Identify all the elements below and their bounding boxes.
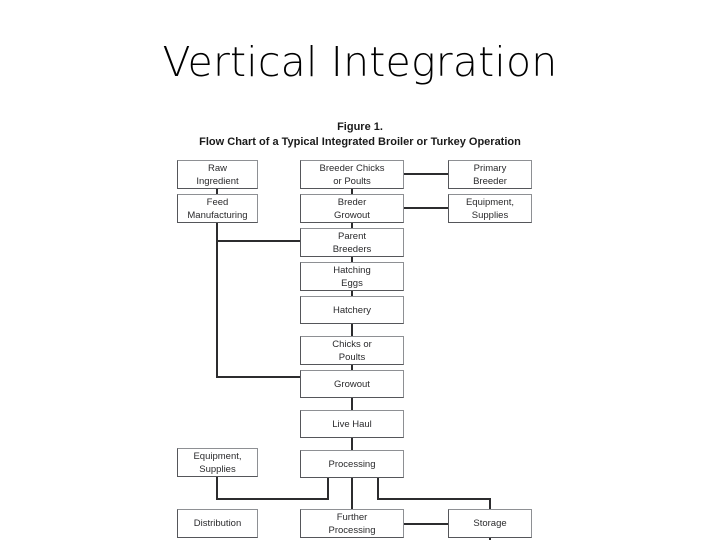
node-breeder-chicks[interactable]: Breeder Chicks or Poults [300,160,404,189]
node-primary-breeder-line2: Breeder [473,175,507,187]
page-title: Vertical Integration [162,38,558,86]
node-storage[interactable]: Storage [448,509,532,538]
node-parent-breeders[interactable]: Parent Breeders [300,228,404,257]
connector-feed-spine [216,222,218,378]
node-hatchery-line1: Hatchery [332,304,371,316]
connector-processing-to-storage [377,498,491,500]
connector-processing-to-distribution [217,498,329,500]
node-live-haul[interactable]: Live Haul [300,410,404,438]
node-breeder-chicks-line1: Breeder Chicks [319,162,385,174]
node-hatching-eggs-line1: Hatching [333,264,371,276]
connector-equipment-bottom-drop [216,477,218,500]
node-growout[interactable]: Growout [300,370,404,398]
node-feed-manufacturing-line2: Manufacturing [187,209,248,221]
connector-feed-to-growout [216,376,302,378]
connector-further-processing-to-storage [404,523,449,525]
node-equipment-supplies-bottom-line1: Equipment, [193,450,242,462]
node-distribution[interactable]: Distribution [177,509,258,538]
connector-hatchery-to-chicks [351,323,353,337]
node-growout-line1: Growout [334,378,370,390]
figure-caption-line2: Flow Chart of a Typical Integrated Broil… [199,136,521,148]
node-chicks-or-poults-line2: Poults [338,351,366,363]
node-hatching-eggs[interactable]: Hatching Eggs [300,262,404,291]
node-breeder-chicks-line2: or Poults [333,175,371,187]
connector-processing-to-further-processing [351,477,353,517]
connector-breder-growout-to-parent-breeders [351,222,353,229]
node-distribution-line1: Distribution [193,518,242,529]
node-processing[interactable]: Processing [300,450,404,478]
node-storage-line1: Storage [473,518,507,529]
connector-live-haul-to-processing [351,437,353,451]
node-processing-line1: Processing [328,458,376,470]
node-live-haul-line1: Live Haul [332,418,372,430]
node-hatching-eggs-line2: Eggs [341,277,363,289]
node-chicks-or-poults[interactable]: Chicks or Poults [300,336,404,365]
node-further-processing-line2: Processing [328,524,376,536]
node-equipment-supplies-bottom[interactable]: Equipment, Supplies [177,448,258,477]
node-feed-manufacturing[interactable]: Feed Manufacturing [177,194,258,223]
node-breder-growout-line2: Growout [334,209,370,221]
connector-breeder-chicks-to-breder-growout [351,188,353,195]
node-hatchery[interactable]: Hatchery [300,296,404,324]
node-primary-breeder[interactable]: Primary Breeder [448,160,532,189]
node-parent-breeders-line1: Parent [338,230,366,242]
node-further-processing-line1: Further [336,511,368,523]
node-feed-manufacturing-line1: Feed [206,196,229,208]
connector-feed-to-parent-breeders [216,240,302,242]
node-chicks-or-poults-line1: Chicks or [332,338,372,350]
node-parent-breeders-line2: Breeders [332,243,372,255]
flow-chart-figure: Figure 1. Flow Chart of a Typical Integr… [0,110,720,540]
node-breder-growout[interactable]: Breder Growout [300,194,404,223]
connector-raw-to-feed [216,188,218,195]
node-equipment-supplies-top-line2: Supplies [471,209,509,221]
node-equipment-supplies-top-line1: Equipment, [465,196,515,208]
connector-processing-right-stub [377,477,379,499]
node-primary-breeder-line1: Primary [473,162,507,174]
connector-breder-growout-to-equipment [404,207,449,209]
node-raw-ingredient[interactable]: Raw Ingredient [177,160,258,189]
node-further-processing[interactable]: Further Processing [300,509,404,538]
connector-chicks-to-growout [351,364,353,374]
connector-hatching-eggs-to-hatchery [351,290,353,298]
node-equipment-supplies-top[interactable]: Equipment, Supplies [448,194,532,223]
node-breder-growout-line1: Breder [337,196,367,208]
connector-parent-breeders-to-hatching-eggs [351,256,353,263]
connector-breeder-chicks-to-primary-breeder [404,173,449,175]
node-raw-ingredient-line2: Ingredient [196,175,239,187]
connector-processing-left-stub [327,477,329,499]
figure-caption-line1: Figure 1. [337,121,383,133]
node-equipment-supplies-bottom-line2: Supplies [199,463,236,475]
connector-growout-to-live-haul [351,397,353,411]
node-raw-ingredient-line1: Raw [207,162,227,174]
